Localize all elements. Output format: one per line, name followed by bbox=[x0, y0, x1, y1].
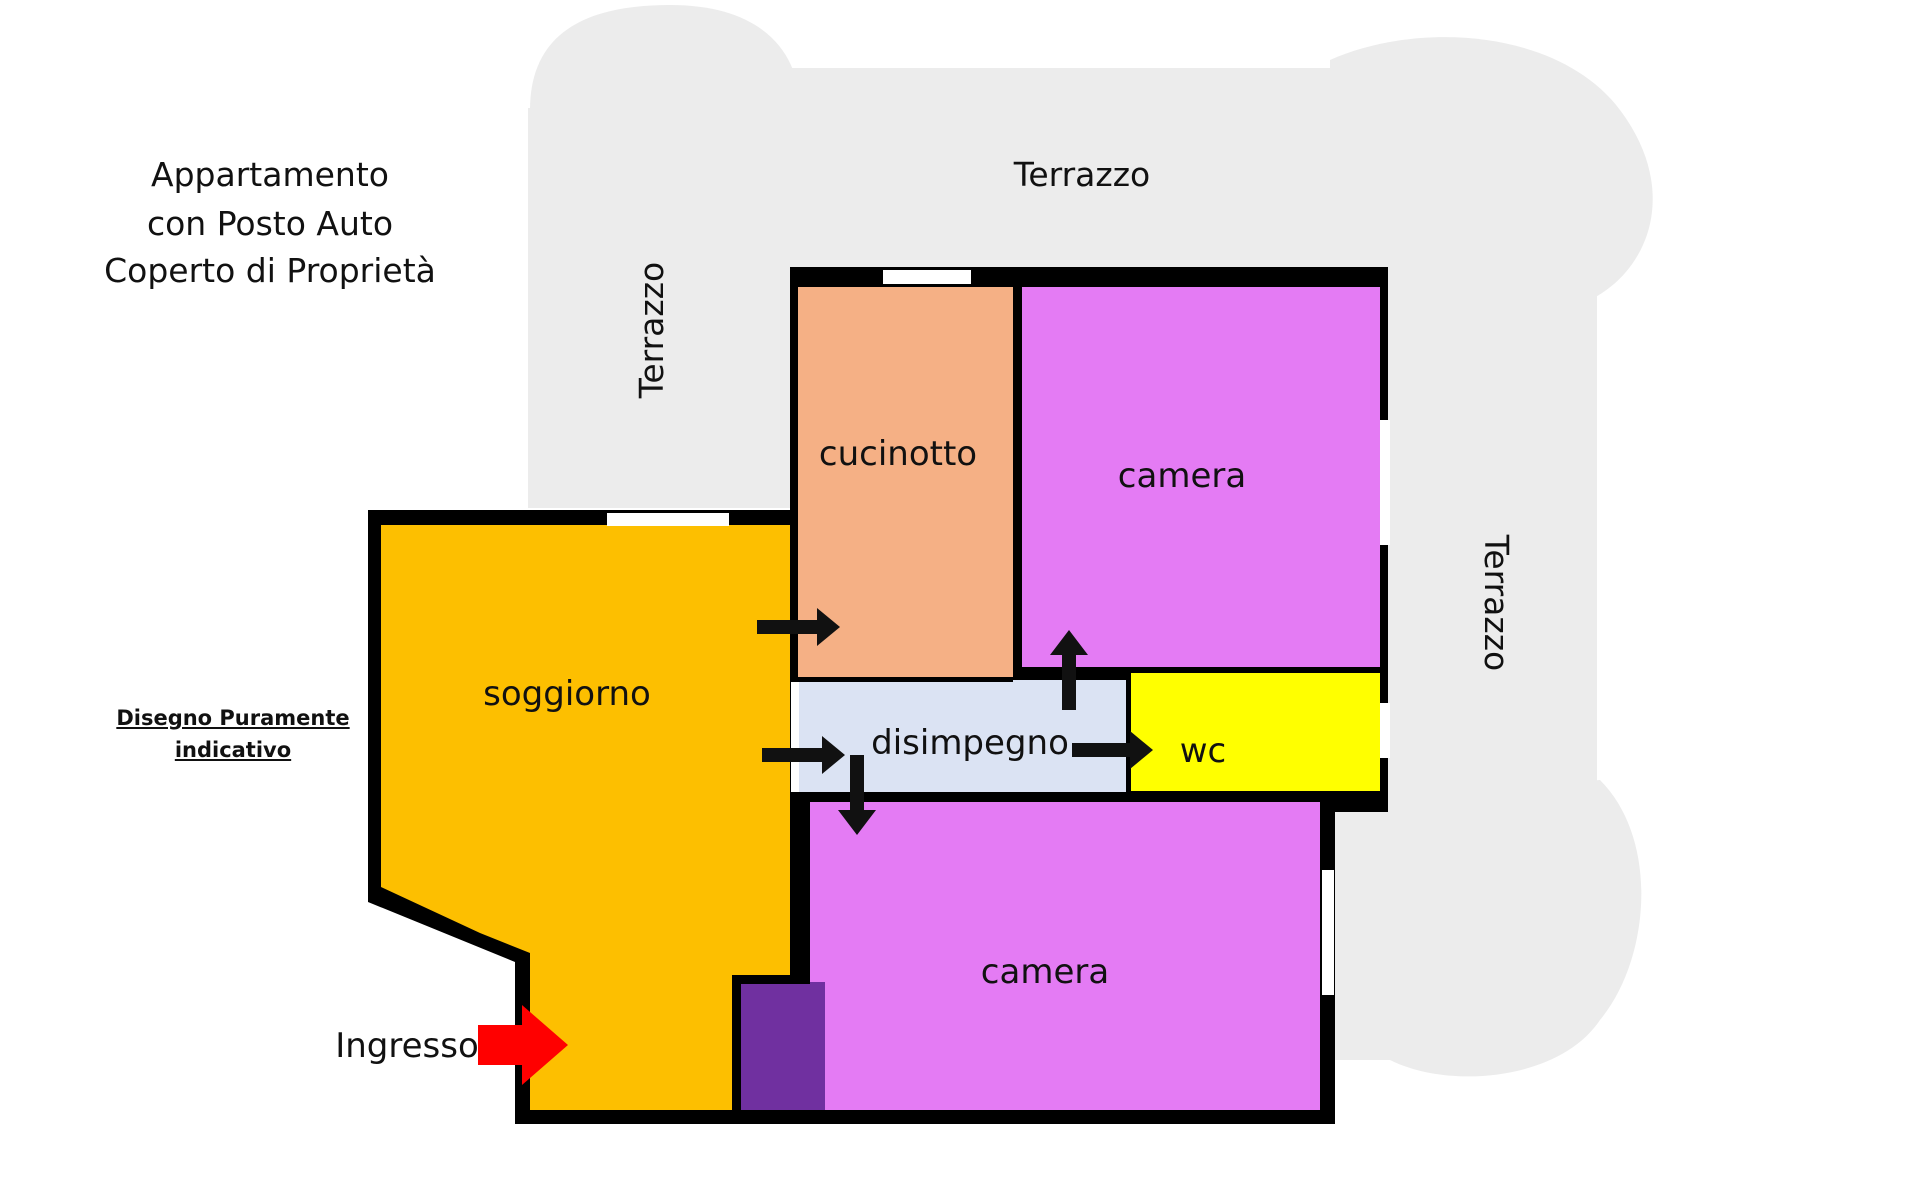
title-line-2: con Posto Auto bbox=[146, 204, 394, 243]
room-wc bbox=[1130, 673, 1380, 791]
openings bbox=[607, 270, 1390, 995]
arrow-to-hallway bbox=[762, 736, 845, 774]
wall-living-bedroom bbox=[798, 800, 810, 975]
note-line-1: Disegno Puramente bbox=[116, 706, 350, 730]
label-hallway: disimpegno bbox=[871, 723, 1069, 763]
wall-hall-wc bbox=[1126, 673, 1131, 793]
wall-kitchen-bedroom bbox=[1013, 287, 1022, 680]
room-bedroom-top bbox=[1022, 287, 1380, 667]
terrace-bottom-right-lobe bbox=[1390, 780, 1642, 1077]
label-living: soggiorno bbox=[483, 674, 651, 714]
door-living-hall bbox=[791, 682, 799, 792]
arrow-to-kitchenette bbox=[757, 608, 840, 646]
label-bedroom-top: camera bbox=[1118, 456, 1246, 496]
wall-closet-top bbox=[732, 975, 810, 984]
room-living bbox=[381, 525, 800, 1110]
title-line-1: Appartamento bbox=[151, 155, 389, 194]
window-living bbox=[607, 513, 729, 526]
label-terrace-top: Terrazzo bbox=[1013, 155, 1150, 194]
terrace-top bbox=[743, 68, 1395, 268]
window-bedroom-top bbox=[1380, 420, 1390, 545]
closet bbox=[740, 982, 825, 1110]
terrace-bottom-right bbox=[1320, 810, 1430, 1060]
window-wc bbox=[1380, 703, 1390, 758]
wall-living-kitchen bbox=[790, 525, 798, 680]
label-entrance: Ingresso bbox=[335, 1026, 479, 1066]
wall-hall-bottom bbox=[798, 792, 1380, 802]
internal-walls bbox=[732, 287, 1380, 1115]
room-kitchenette bbox=[798, 287, 1013, 677]
title-line-3: Coperto di Proprietà bbox=[104, 251, 436, 290]
terrace-right bbox=[1385, 235, 1597, 835]
window-bedroom-bottom bbox=[1322, 870, 1334, 995]
label-bedroom-bottom: camera bbox=[981, 952, 1109, 992]
note-line-2: indicativo bbox=[174, 738, 292, 762]
label-terrace-left: Terrazzo bbox=[632, 262, 671, 399]
rooms bbox=[381, 287, 1380, 1110]
label-kitchenette: cucinotto bbox=[819, 434, 977, 474]
terraces bbox=[528, 5, 1653, 1077]
wall-closet-left bbox=[732, 975, 741, 1115]
arrow-to-bedroom-bottom bbox=[838, 755, 876, 835]
arrow-to-bedroom-top bbox=[1050, 630, 1088, 710]
arrow-to-wc bbox=[1072, 731, 1153, 769]
room-bedroom-bottom bbox=[810, 802, 1320, 1110]
wall-kitchen-hall bbox=[798, 677, 1013, 682]
wall-bedroom-hall bbox=[1022, 667, 1380, 673]
entrance-arrow bbox=[478, 1005, 568, 1085]
terrace-top-left-lobe bbox=[530, 5, 800, 110]
window-kitchen bbox=[883, 270, 971, 284]
door-arrows bbox=[757, 608, 1153, 835]
label-terrace-right: Terrazzo bbox=[1477, 534, 1516, 671]
terrace-top-right-lobe bbox=[1330, 37, 1653, 301]
label-wc: wc bbox=[1180, 731, 1227, 771]
